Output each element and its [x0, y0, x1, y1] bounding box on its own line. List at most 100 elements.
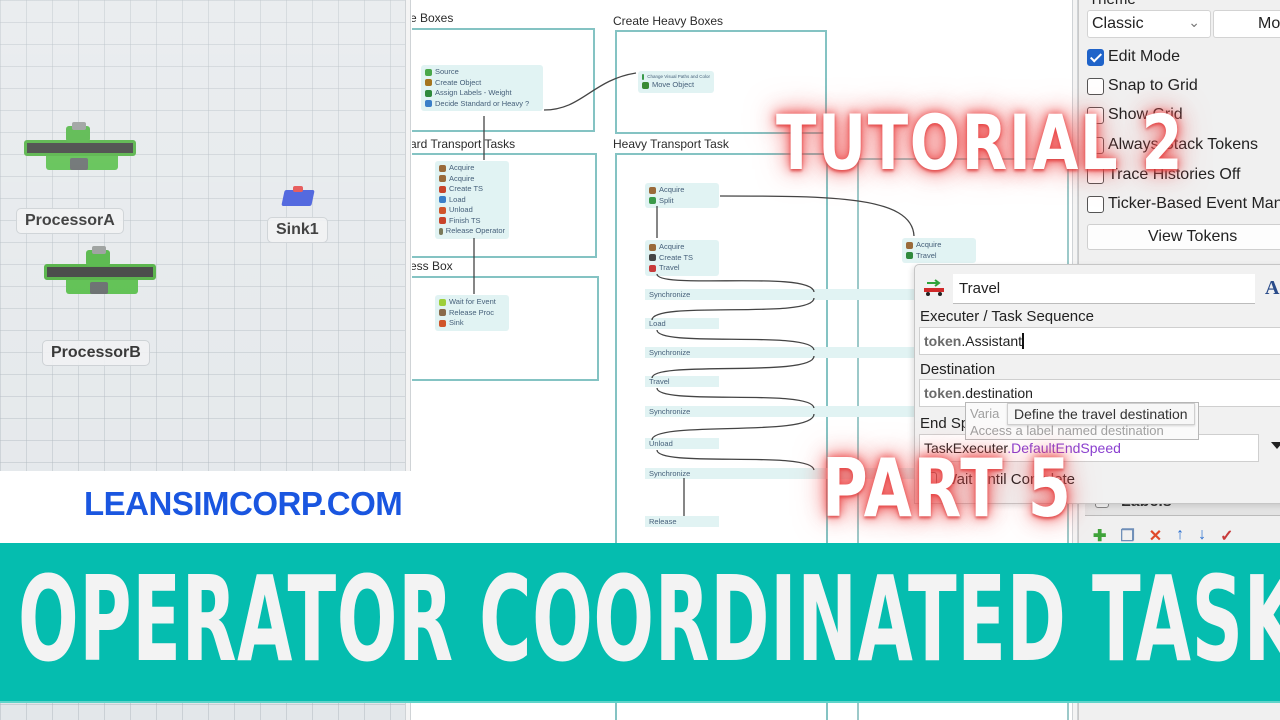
checkbox-icon[interactable]	[921, 471, 937, 488]
activity-block[interactable]: Source Create Object Assign Labels - Wei…	[421, 65, 543, 111]
activity-decide[interactable]: Decide Standard or Heavy ?	[425, 99, 539, 110]
view-tokens-button[interactable]: View Tokens	[1087, 224, 1280, 250]
section-title-process-box: ess Box	[412, 259, 453, 273]
activity-split[interactable]: Split	[649, 196, 715, 207]
travel-icon	[649, 264, 656, 272]
pane-divider[interactable]	[405, 0, 411, 720]
processor-a-label: ProcessorA	[16, 208, 124, 234]
checkbox-trace-histories[interactable]: Trace Histories Off	[1087, 166, 1240, 184]
change-visual-icon	[642, 73, 645, 80]
activity-acquire[interactable]: Acquire	[906, 240, 972, 251]
activity-release[interactable]: Release	[645, 516, 719, 527]
checkbox-icon[interactable]	[1087, 195, 1104, 213]
activity-load[interactable]: Load	[645, 318, 719, 329]
tutorial-title: TUTORIAL 2	[776, 98, 1185, 187]
activity-sink[interactable]: Sink	[439, 318, 505, 329]
font-button[interactable]: A	[1265, 277, 1280, 299]
section-title-create-heavy-boxes: Create Heavy Boxes	[613, 14, 724, 28]
activity-release-proc[interactable]: Release Proc	[439, 308, 505, 319]
checkbox-icon[interactable]	[1087, 48, 1104, 66]
activity-release-operator[interactable]: Release Operator	[439, 226, 505, 237]
activity-wait-for-event[interactable]: Wait for Event	[439, 297, 505, 308]
activity-block[interactable]: Acquire Create TS Travel	[645, 240, 719, 276]
destination-label: Destination	[920, 361, 996, 378]
section-title-standard-transport: ard Transport Tasks	[412, 137, 516, 151]
activity-block[interactable]: Wait for Event Release Proc Sink	[435, 295, 509, 331]
create-object-icon	[425, 79, 432, 87]
travel-icon	[923, 279, 945, 297]
activity-properties-popup: Travel A Executer / Task Sequence token.…	[914, 264, 1280, 504]
activity-name-field[interactable]: Travel	[953, 274, 1255, 304]
activity-change-visual[interactable]: Change Visual Paths and Color	[642, 73, 710, 80]
activity-travel[interactable]: Travel	[645, 376, 719, 387]
acquire-icon	[439, 175, 446, 183]
sink1-label: Sink1	[267, 217, 328, 243]
checkbox-edit-mode[interactable]: Edit Mode	[1087, 48, 1180, 66]
activity-acquire[interactable]: Acquire	[439, 163, 505, 174]
executer-label: Executer / Task Sequence	[920, 308, 1094, 325]
delete-icon[interactable]: ✕	[1148, 528, 1163, 545]
release-icon	[439, 309, 446, 317]
activity-synchronize[interactable]: Synchronize	[645, 406, 945, 417]
checkbox-always-stack-tokens[interactable]: Always Stack Tokens	[1087, 136, 1258, 154]
activity-block[interactable]: Acquire Split	[645, 183, 719, 208]
processor-a-model[interactable]	[24, 122, 136, 182]
activity-synchronize[interactable]: Synchronize	[645, 347, 945, 358]
move-object-icon	[642, 81, 649, 89]
sink-model[interactable]	[281, 186, 315, 208]
theme-dropdown[interactable]: Classic ⌄	[1087, 10, 1211, 38]
load-icon	[439, 196, 446, 204]
create-ts-icon	[649, 254, 656, 262]
activity-unload[interactable]: Unload	[439, 205, 505, 216]
activity-unload[interactable]: Unload	[645, 438, 719, 449]
activity-source[interactable]: Source	[425, 67, 539, 78]
part-title: PART 5	[822, 442, 1073, 535]
move-down-icon[interactable]: ↓	[1198, 526, 1207, 543]
activity-create-ts[interactable]: Create TS	[439, 184, 505, 195]
activity-travel[interactable]: Travel	[649, 263, 715, 274]
acquire-icon	[649, 186, 656, 194]
executer-field[interactable]: token.Assistant	[919, 327, 1280, 355]
end-speed-label: End Sp	[920, 415, 970, 432]
checkbox-icon[interactable]	[1087, 136, 1104, 154]
checkbox-icon[interactable]	[1087, 166, 1104, 184]
release-icon	[439, 227, 443, 235]
processor-b-model[interactable]	[44, 246, 156, 306]
finish-ts-icon	[439, 217, 446, 225]
checkbox-show-grid[interactable]: Show Grid	[1087, 106, 1183, 124]
checkbox-icon[interactable]	[1087, 106, 1104, 124]
checkbox-snap-to-grid[interactable]: Snap to Grid	[1087, 77, 1198, 95]
acquire-icon	[906, 241, 913, 249]
add-icon[interactable]: ✚	[1093, 528, 1107, 545]
banner-title: OPERATOR COORDINATED TASK	[18, 550, 1280, 688]
dropdown-arrow-icon[interactable]	[1271, 442, 1280, 449]
website-badge[interactable]: LEANSIMCORP.COM	[0, 471, 536, 543]
checkbox-ticker-based[interactable]: Ticker-Based Event Man	[1087, 195, 1280, 213]
activity-block[interactable]: Change Visual Paths and Color Move Objec…	[638, 71, 714, 93]
activity-load[interactable]: Load	[439, 195, 505, 206]
activity-create-ts[interactable]: Create TS	[649, 253, 715, 264]
activity-acquire[interactable]: Acquire	[649, 185, 715, 196]
mode-button[interactable]: Mo	[1213, 10, 1280, 38]
activity-block[interactable]: Acquire Travel	[902, 238, 976, 263]
activity-move-object[interactable]: Move Object	[642, 80, 710, 91]
move-up-icon[interactable]: ↑	[1176, 526, 1185, 543]
pin-icon[interactable]: ✓	[1220, 528, 1234, 545]
section-title-create-boxes: e Boxes	[412, 11, 454, 25]
3d-model-view[interactable]: ProcessorA ProcessorB Sink1	[0, 0, 406, 720]
activity-acquire[interactable]: Acquire	[649, 242, 715, 253]
activity-acquire[interactable]: Acquire	[439, 174, 505, 185]
activity-synchronize[interactable]: Synchronize	[645, 468, 945, 479]
activity-assign-labels[interactable]: Assign Labels - Weight	[425, 88, 539, 99]
activity-travel[interactable]: Travel	[906, 251, 972, 262]
activity-block[interactable]: Acquire Acquire Create TS Load Unload Fi…	[435, 161, 509, 239]
activity-finish-ts[interactable]: Finish TS	[439, 216, 505, 227]
checkbox-icon[interactable]	[1087, 77, 1104, 95]
wait-until-complete-checkbox[interactable]: Wait Until Complete	[921, 471, 1075, 488]
chevron-down-icon: ⌄	[1188, 14, 1200, 30]
hint-tooltip: Define the travel destination	[1007, 403, 1195, 425]
activity-synchronize[interactable]: Synchronize	[645, 289, 945, 300]
split-icon	[649, 197, 656, 205]
copy-icon[interactable]: ❐	[1120, 528, 1135, 545]
activity-create-object[interactable]: Create Object	[425, 78, 539, 89]
